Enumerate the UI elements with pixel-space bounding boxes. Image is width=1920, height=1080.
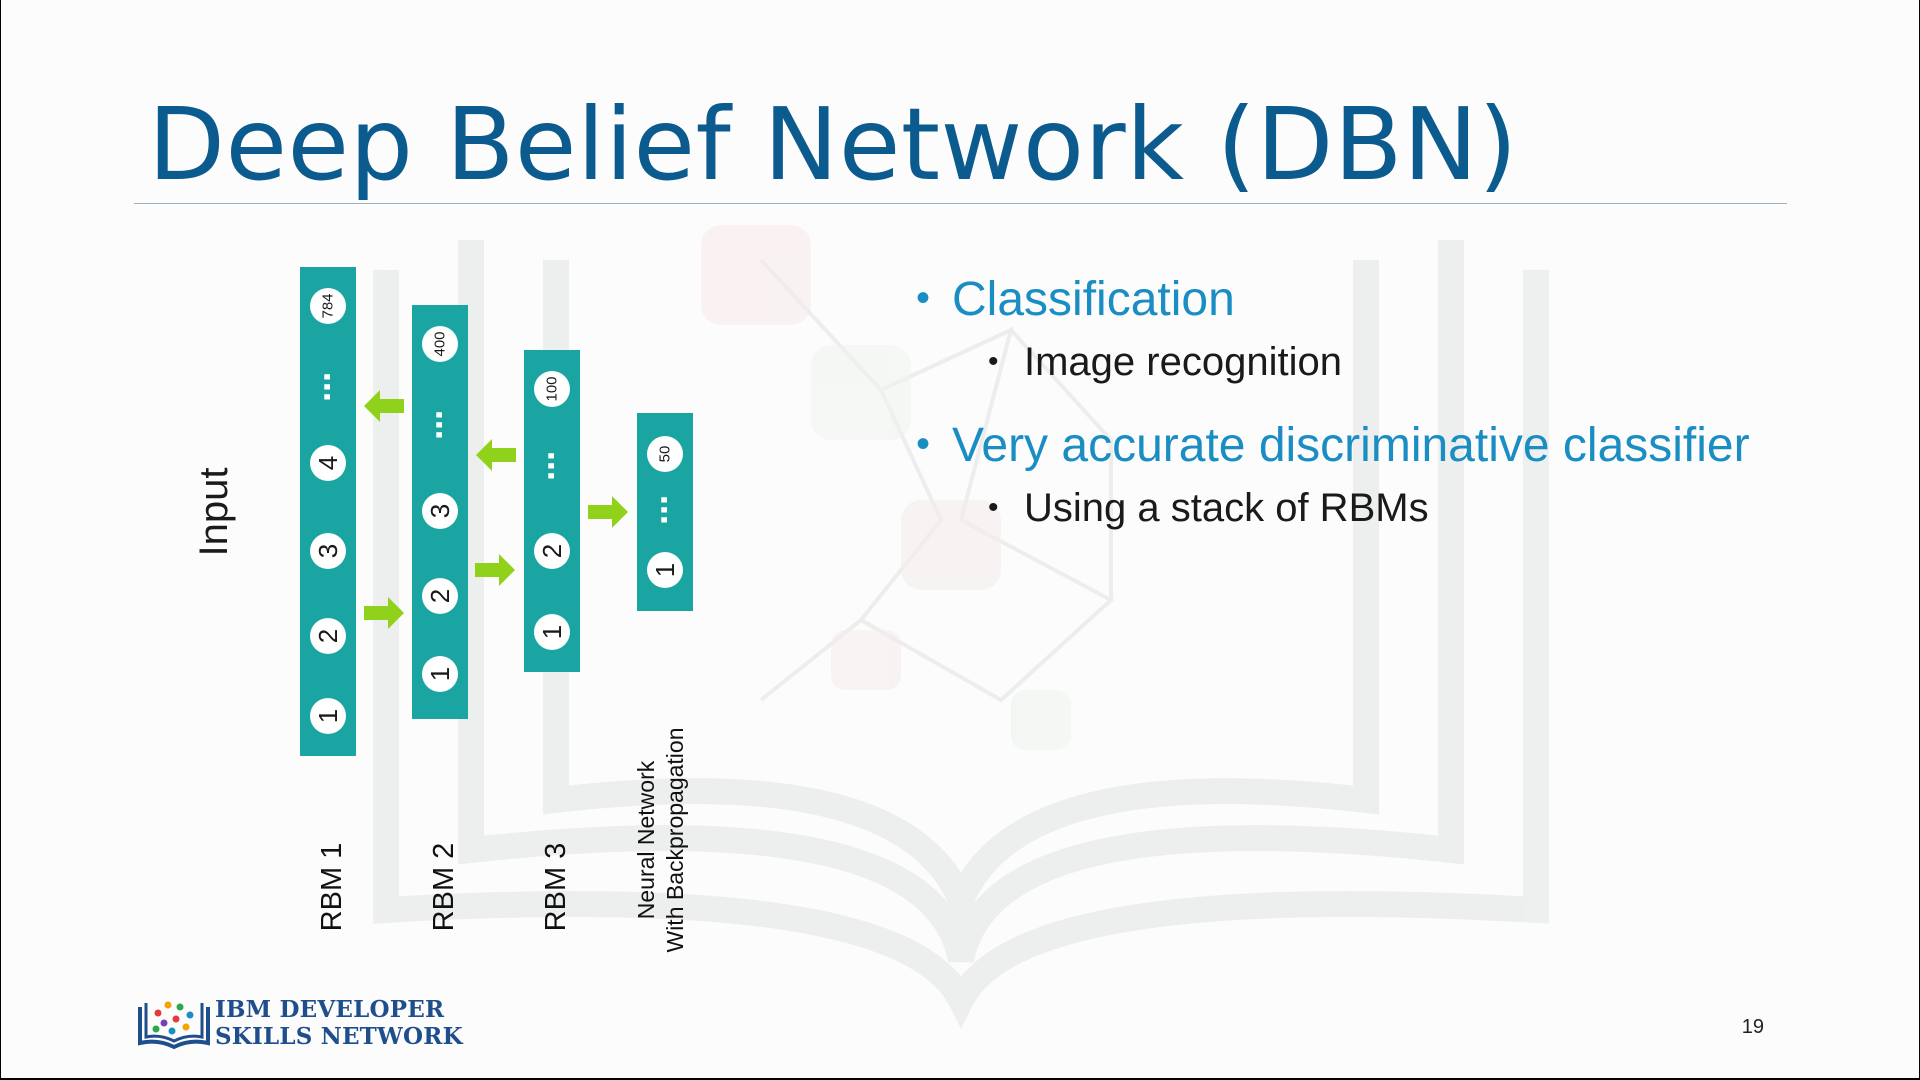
rbm-1-label: RBM 1 [316, 842, 348, 932]
node-label: 1 [537, 625, 567, 639]
sub-bullet-stack-of-rbms: Using a stack of RBMs [916, 482, 1916, 534]
node-circle [422, 493, 458, 529]
arrow-right-icon [364, 597, 404, 629]
page-number: 19 [1741, 1016, 1764, 1038]
node-circle [534, 614, 570, 650]
node-label: 784 [320, 293, 337, 318]
node-circle [422, 656, 458, 692]
layer-rbm-3-nodes [534, 371, 570, 650]
rbm-2-label: RBM 2 [428, 842, 460, 932]
input-label: Input [192, 467, 236, 557]
node-circle [310, 618, 346, 654]
node-circle [647, 436, 683, 472]
node-label: 100 [544, 376, 561, 401]
node-circle [534, 371, 570, 407]
nn-label-line-2: With Backpropagation [662, 727, 688, 953]
node-circle [534, 533, 570, 569]
node-circle [422, 326, 458, 362]
layer-output-nodes [647, 436, 683, 588]
node-ellipsis: ⋯ [311, 372, 346, 402]
node-label: 2 [313, 629, 343, 643]
logo-line-1: IBM DEVELOPER [215, 996, 445, 1023]
bullet-discriminative-classifier: Very accurate discriminative classifier [916, 414, 1916, 476]
node-label: 4 [313, 456, 343, 470]
node-circle [310, 533, 346, 569]
node-label: 1 [650, 563, 680, 577]
bullet-list: Classification Image recognition Very ac… [916, 268, 1916, 534]
neural-network-label: Neural Network With Backpropagation [632, 720, 696, 960]
sub-bullet-image-recognition: Image recognition [916, 336, 1916, 388]
rbm-3-label: RBM 3 [540, 842, 572, 932]
node-circle [310, 698, 346, 734]
arrow-left-icon [364, 390, 404, 422]
node-label: 2 [537, 544, 567, 558]
nn-label-line-1: Neural Network [633, 760, 659, 920]
layer-rbm-2-nodes [422, 326, 458, 692]
logo-line-2: SKILLS NETWORK [215, 1023, 463, 1050]
node-ellipsis: ⋯ [423, 410, 458, 440]
node-label: 1 [425, 667, 455, 681]
book-network-icon [138, 1001, 210, 1050]
dbn-diagram: 1 2 3 4 ⋯ 784 1 2 3 ⋯ 400 1 2 ⋯ 100 [300, 267, 693, 756]
node-ellipsis: ⋯ [535, 451, 570, 481]
node-label: 3 [313, 544, 343, 558]
ibm-skills-network-logo: IBM DEVELOPER SKILLS NETWORK [136, 993, 463, 1053]
node-label: 3 [425, 504, 455, 518]
title-divider [134, 203, 1787, 204]
layer-rbm-1-nodes [310, 288, 346, 734]
node-circle [422, 578, 458, 614]
node-label: 2 [425, 589, 455, 603]
node-circle [310, 445, 346, 481]
node-label: 1 [313, 709, 343, 723]
arrow-right-icon [588, 496, 628, 528]
node-label: 400 [432, 331, 449, 356]
slide-title: Deep Belief Network (DBN) [148, 86, 1518, 203]
layer-rbm-1-bar [300, 267, 356, 756]
node-circle [647, 552, 683, 588]
node-ellipsis: ⋯ [648, 495, 683, 525]
arrow-right-icon [475, 554, 515, 586]
logo-text: IBM DEVELOPER SKILLS NETWORK [215, 996, 463, 1050]
node-label: 50 [657, 446, 674, 463]
arrow-left-icon [476, 439, 516, 471]
node-circle [310, 288, 346, 324]
bullet-classification: Classification [916, 268, 1916, 330]
